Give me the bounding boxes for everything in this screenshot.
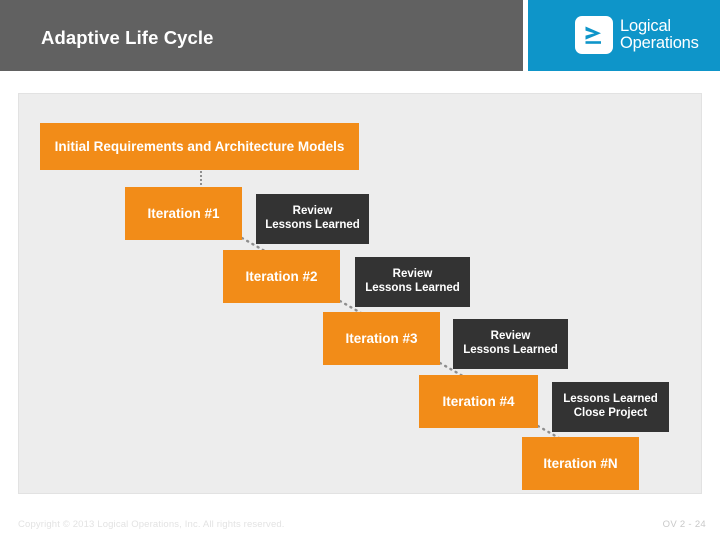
node-label: Iteration #3 [345, 330, 418, 346]
brand-logo: Logical Operations [575, 16, 699, 54]
slide-footer: Copyright © 2013 Logical Operations, Inc… [0, 494, 720, 540]
logo-wordmark: Logical Operations [620, 18, 699, 52]
slide-header: Adaptive Life Cycle Logical Operations [0, 0, 720, 71]
node-iteration-3: Iteration #3 [323, 312, 440, 365]
node-iteration-2: Iteration #2 [223, 250, 340, 303]
node-label: Review Lessons Learned [365, 268, 460, 295]
node-lessons-learned-close-project: Lessons Learned Close Project [552, 382, 669, 432]
node-iteration-4: Iteration #4 [419, 375, 538, 428]
node-label-line-2: Lessons Learned [365, 282, 460, 294]
node-review-lessons-learned-3: Review Lessons Learned [453, 319, 568, 369]
copyright-notice: Copyright © 2013 Logical Operations, Inc… [18, 519, 285, 530]
logical-operations-mark-icon [575, 16, 613, 54]
node-review-lessons-learned-1: Review Lessons Learned [256, 194, 369, 244]
node-label-line-2: Lessons Learned [463, 344, 558, 356]
node-label: Iteration #1 [147, 205, 220, 221]
node-label-line-1: Review [490, 330, 531, 343]
node-label: Iteration #4 [442, 393, 515, 409]
node-iteration-1: Iteration #1 [125, 187, 242, 240]
node-label-line-1: Review [292, 205, 333, 218]
page-number: OV 2 - 24 [662, 519, 706, 530]
node-initial-requirements: Initial Requirements and Architecture Mo… [40, 123, 359, 170]
node-label-line-1: Lessons Learned [563, 393, 658, 406]
node-review-lessons-learned-2: Review Lessons Learned [355, 257, 470, 307]
logo-line-2: Operations [620, 34, 699, 52]
node-label: Iteration #2 [245, 268, 318, 284]
node-label-line-1: Review [392, 268, 433, 281]
node-label-line-2: Close Project [573, 407, 648, 419]
page-title: Adaptive Life Cycle [41, 27, 214, 48]
title-bar: Adaptive Life Cycle [0, 0, 523, 71]
node-label: Review Lessons Learned [463, 330, 558, 357]
node-label-line-2: Lessons Learned [265, 219, 360, 231]
logo-panel: Logical Operations [528, 0, 720, 71]
node-label: Iteration #N [543, 455, 618, 471]
logo-line-1: Logical [620, 17, 671, 36]
node-label: Initial Requirements and Architecture Mo… [54, 138, 345, 154]
node-label: Review Lessons Learned [265, 205, 360, 232]
adaptive-life-cycle-diagram: Initial Requirements and Architecture Mo… [18, 93, 702, 494]
node-label: Lessons Learned Close Project [563, 393, 658, 420]
node-iteration-n: Iteration #N [522, 437, 639, 490]
